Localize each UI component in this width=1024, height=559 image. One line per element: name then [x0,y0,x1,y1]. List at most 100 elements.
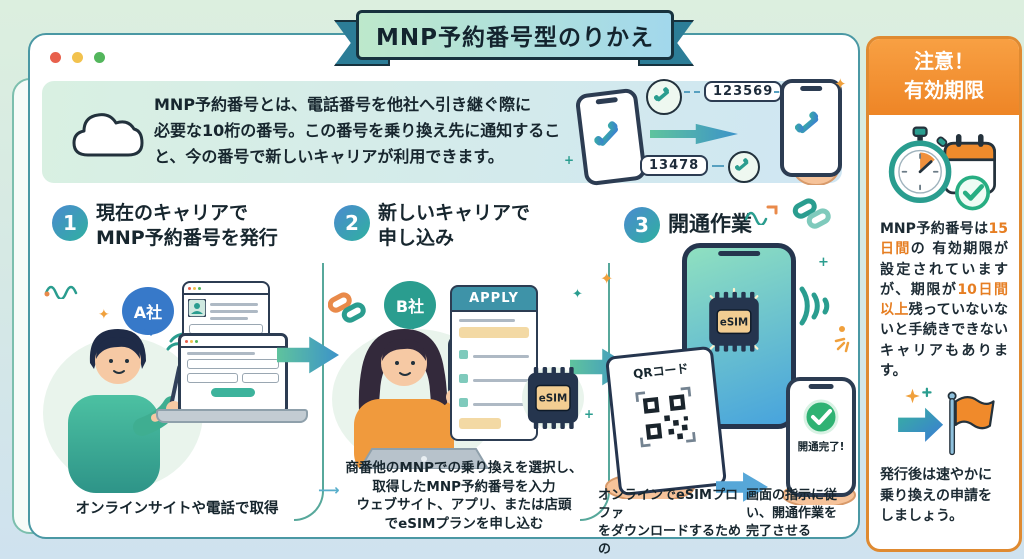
call-bubble-icon [728,151,760,183]
main-panel: MNP予約番号とは、電話番号を他社へ引き継ぐ際に 必要な10桁の番号。この番号を… [28,33,860,557]
burst-icon [834,337,850,353]
text-line [210,317,248,320]
squiggle-arrow-icon [44,285,78,299]
step2-title: 新しいキャリアで 申し込み [378,201,530,250]
traffic-light-green-icon [94,52,106,63]
call-bubble-icon [646,79,682,115]
browser-form-lines [206,299,264,320]
apply-form-body [450,310,538,441]
step3-caption-left: オンラインでeSIMプロファ をダウンロードするための QRコードなどが発行 [598,487,750,559]
mini-dot-icon [190,339,193,343]
step2-caption-line4: でeSIMプランを申し込む [384,515,544,532]
phone-notch [595,96,618,105]
phone-notch [800,86,822,91]
esim-chip-label: eSIM [720,317,748,328]
done-phone: 開通完了! [786,377,856,497]
step3-caption-right-line2: い、開通作業を [746,505,838,521]
plus-sparkle-icon: + [818,255,829,270]
form-input-highlight [459,327,529,338]
apply-form-header: APPLY [450,285,538,310]
mnp-code-top: 123569 [704,81,783,102]
warning-footer-text: 発行後は速やかに 乗り換えの申請を しましょう。 [869,459,1019,526]
avatar-icon [188,299,206,317]
wifi-icon [799,286,845,332]
plus-sparkle-icon: + [584,407,595,421]
checkbox-icon [459,374,468,383]
phone-notch [718,251,760,256]
phone-handset-icon [735,158,749,171]
form-input [187,359,279,369]
step2-number-badge: 2 [334,205,370,241]
mini-dot-icon [185,339,188,343]
step1-illustration: ✦ A社 [38,247,316,493]
step1-number-badge: 1 [52,205,88,241]
laptop-screen-header [181,336,285,348]
mnp-code-bottom: 13478 [640,155,709,176]
cloud-icon [72,113,144,157]
warning-sidebar: 注意！ 有効期限 MNP予約番号は15日間の 有効期限が設定されていますが、期限… [866,36,1022,552]
qr-paper: QRコード [604,345,728,497]
intro-text: MNP予約番号とは、電話番号を他社へ引き継ぐ際に 必要な10桁の番号。この番号を… [154,92,602,170]
qr-code-icon [635,386,696,448]
phone-handset-icon [795,111,819,134]
warning-text-highlight: 15日間 [880,221,1008,258]
browser-window-header [184,283,268,295]
warning-text-segment: MNP予約番号は [880,221,989,237]
mini-dot-icon [198,286,201,290]
flag-arrow-icon [898,388,995,456]
traffic-light-yellow-icon [72,52,84,63]
sparkle-icon: ✦ [572,287,583,302]
laptop-screen [178,333,288,415]
chain-link-icon [792,198,831,229]
laptop-base [156,409,308,423]
checkbox-icon [459,350,468,359]
carrier-b-bubble: B社 [384,281,436,330]
done-label: 開通完了! [797,441,845,453]
text-line [473,379,529,382]
step1-title-line1: 現在のキャリアで [96,202,249,224]
text-line [473,355,529,358]
transfer-illustration: 123569 13478 [562,75,847,187]
warning-text-segment: の 有効期限が設定されていますが、期限が [880,241,1008,298]
sparkle-icon: ✦ [834,75,847,93]
form-row [187,373,279,383]
phone-notch [808,384,834,389]
warning-footer-line3: しましょう。 [880,507,964,524]
intro-line-2: 必要な10桁の番号。この番号を乗り換え先に通知するこ [154,120,561,140]
esim-chip-icon: eSIM [522,367,584,429]
warning-header-line1: 注意！ [914,49,974,73]
traffic-light-red-icon [50,52,61,63]
warning-footer-line2: 乗り換えの申請を [880,487,992,504]
form-select [242,373,279,383]
caption-arrow-icon: ⟶ [318,481,340,499]
warning-header-line2: 有効期限 [904,78,984,102]
step3-caption-right-line1: 画面の指示に従 [746,488,838,503]
step3-number-badge: 3 [624,207,660,243]
sparkle-icon: ✦ [600,269,614,288]
page-title: MNP予約番号型のりかえ [376,25,654,51]
window-controls [50,48,111,67]
form-input-highlight [459,418,501,429]
warning-footer-line1: 発行後は速やかに [880,467,992,484]
phone-handset-icon [654,87,669,102]
text-line [187,352,255,355]
stopwatch-calendar-icon [888,126,996,211]
transfer-arrow-icon [650,123,738,145]
step3-caption-right: 画面の指示に従 い、開通作業を 完了させる [746,487,858,541]
warning-text-segment: 残っていないないと手続きできないキャリアもあります。 [880,302,1008,380]
old-phone [574,87,648,187]
warning-text-highlight: 10日間以上 [880,281,1008,319]
warning-body-text: MNP予約番号は15日間の 有効期限が設定されていますが、期限が10日間以上残っ… [869,217,1019,381]
step2-title-line2: 申し込み [378,226,455,249]
step1-caption: オンラインサイトや電話で取得 [75,501,279,517]
intro-line-3: と、今の番号で新しいキャリアが利用できます。 [154,146,504,166]
browser-form-row [184,295,268,320]
checkbox-icon [459,398,468,407]
form-row [459,344,529,363]
form-button [211,388,255,397]
dashed-connector [712,165,724,167]
step1-title-line2: MNP予約番号を発行 [96,226,278,249]
form-row [459,392,529,411]
form-row [459,368,529,387]
